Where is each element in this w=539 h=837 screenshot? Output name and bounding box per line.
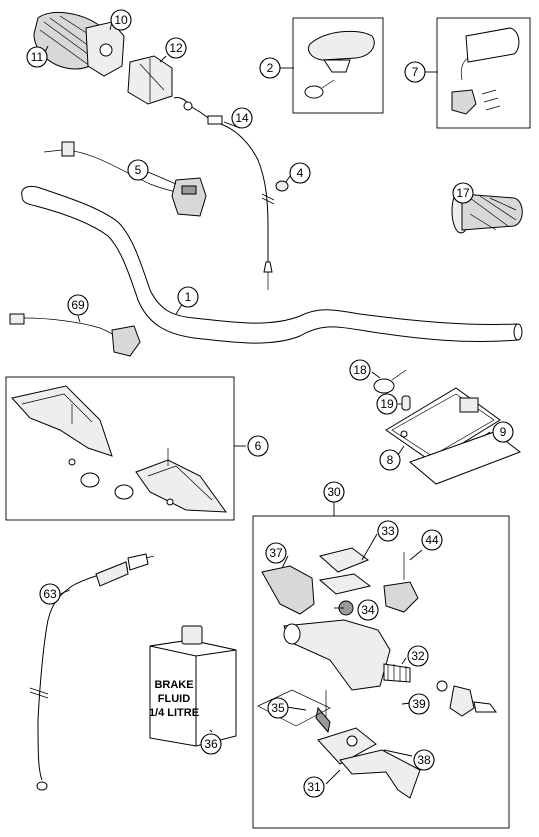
callout-label: 33 xyxy=(381,524,395,538)
callout-5: 5 xyxy=(127,159,149,181)
callout-label: 35 xyxy=(271,701,285,715)
cable-nut-part xyxy=(275,180,289,192)
callout-label: 44 xyxy=(425,533,439,547)
callout-label: 1 xyxy=(185,290,192,304)
bottle-label-line-2: FLUID xyxy=(158,693,190,705)
callout-label: 37 xyxy=(269,546,283,560)
callout-label: 18 xyxy=(353,363,367,377)
callout-label: 6 xyxy=(255,439,262,453)
callout-label: 19 xyxy=(380,397,394,411)
callout-label: 2 xyxy=(267,61,274,75)
callout-7: 7 xyxy=(404,61,426,83)
callout-label: 32 xyxy=(411,649,425,663)
callout-1: 1 xyxy=(177,286,199,308)
callout-label: 11 xyxy=(31,50,44,64)
switch-part xyxy=(43,141,207,217)
cable-tie-part xyxy=(373,369,407,394)
callout-label: 36 xyxy=(204,737,218,751)
callout-34: 34 xyxy=(357,599,379,621)
callout-19: 19 xyxy=(376,393,398,415)
callout-35: 35 xyxy=(267,697,289,719)
callout-44: 44 xyxy=(421,529,443,551)
callout-6: 6 xyxy=(247,435,269,457)
bottle-label-line-1: BRAKE xyxy=(154,679,193,691)
callout-31: 31 xyxy=(303,776,325,798)
sleeve-part xyxy=(401,395,411,411)
callout-label: 39 xyxy=(412,697,426,711)
callout-label: 31 xyxy=(307,780,321,794)
callout-38: 38 xyxy=(413,749,435,771)
callout-37: 37 xyxy=(265,542,287,564)
mirror-box-part xyxy=(436,17,531,129)
callout-label: 14 xyxy=(235,111,249,125)
callout-14: 14 xyxy=(231,107,253,129)
callout-11: 11 xyxy=(26,46,48,68)
leader-lines xyxy=(43,21,491,785)
callout-63: 63 xyxy=(39,583,61,605)
box-2-part xyxy=(292,17,384,114)
callout-8: 8 xyxy=(379,449,401,471)
callout-12: 12 xyxy=(165,37,187,59)
brake-box-part xyxy=(252,515,510,829)
callout-label: 8 xyxy=(387,453,394,467)
callout-label: 69 xyxy=(71,298,85,312)
kill-switch-part xyxy=(9,313,141,357)
number-plate-part xyxy=(385,387,501,463)
callout-label: 17 xyxy=(456,186,470,200)
callout-label: 34 xyxy=(361,603,375,617)
callout-label: 30 xyxy=(327,485,341,499)
callout-18: 18 xyxy=(349,359,371,381)
handlebar-part xyxy=(21,185,523,344)
throttle-cable-part xyxy=(173,97,275,290)
callout-label: 38 xyxy=(417,753,431,767)
callout-39: 39 xyxy=(408,693,430,715)
callout-17: 17 xyxy=(452,182,474,204)
callout-label: 10 xyxy=(114,13,128,27)
callout-69: 69 xyxy=(67,294,89,316)
callout-label: 12 xyxy=(169,41,183,55)
callout-33: 33 xyxy=(377,520,399,542)
throttle-grip-part xyxy=(33,12,125,77)
handguard-box-part xyxy=(5,376,235,521)
brake-fluid-bottle: BRAKE FLUID 1/4 LITRE xyxy=(149,625,237,747)
callout-30: 30 xyxy=(323,481,345,503)
callout-label: 7 xyxy=(412,65,419,79)
throttle-cover-part xyxy=(127,55,173,105)
callout-label: 5 xyxy=(135,163,142,177)
callout-2: 2 xyxy=(259,57,281,79)
callout-4: 4 xyxy=(289,162,311,184)
callout-32: 32 xyxy=(407,645,429,667)
brake-line-part xyxy=(29,553,155,791)
callout-9: 9 xyxy=(492,421,514,443)
callout-label: 9 xyxy=(500,425,507,439)
callout-36: 36 xyxy=(200,733,222,755)
sticker-part xyxy=(409,431,522,485)
callout-label: 4 xyxy=(297,166,304,180)
bottle-label-line-3: 1/4 LITRE xyxy=(149,707,199,719)
callout-10: 10 xyxy=(110,9,132,31)
callout-label: 63 xyxy=(43,587,57,601)
